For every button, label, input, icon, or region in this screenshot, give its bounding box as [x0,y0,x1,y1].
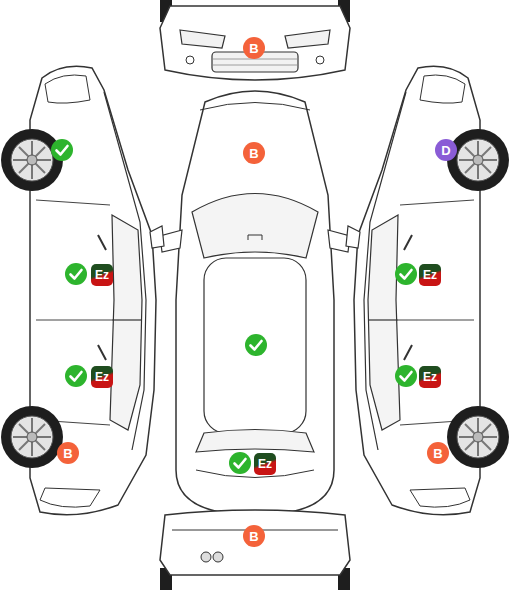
status-badge: Ez [419,264,441,286]
badge-letter: B [433,447,442,460]
status-badge: Ez [419,366,441,388]
grade-badge: B [243,525,265,547]
badge-letter: B [249,147,258,160]
badge-letter: B [63,447,72,460]
badge-letter: B [249,42,258,55]
badge-letter: Ez [95,269,109,281]
badge-letter: Ez [423,269,437,281]
badge-letter: B [249,530,258,543]
status-badge: Ez [254,453,276,475]
grade-badge: D [435,139,457,161]
badge-letter: Ez [423,371,437,383]
status-badge: Ez [91,366,113,388]
grade-badge: B [243,37,265,59]
grade-badge: B [427,442,449,464]
badge-letter: Ez [258,458,272,470]
grade-badge: B [243,142,265,164]
badge-letter: D [441,144,450,157]
status-badge: Ez [91,264,113,286]
badge-letter: Ez [95,371,109,383]
grade-badge: B [57,442,79,464]
